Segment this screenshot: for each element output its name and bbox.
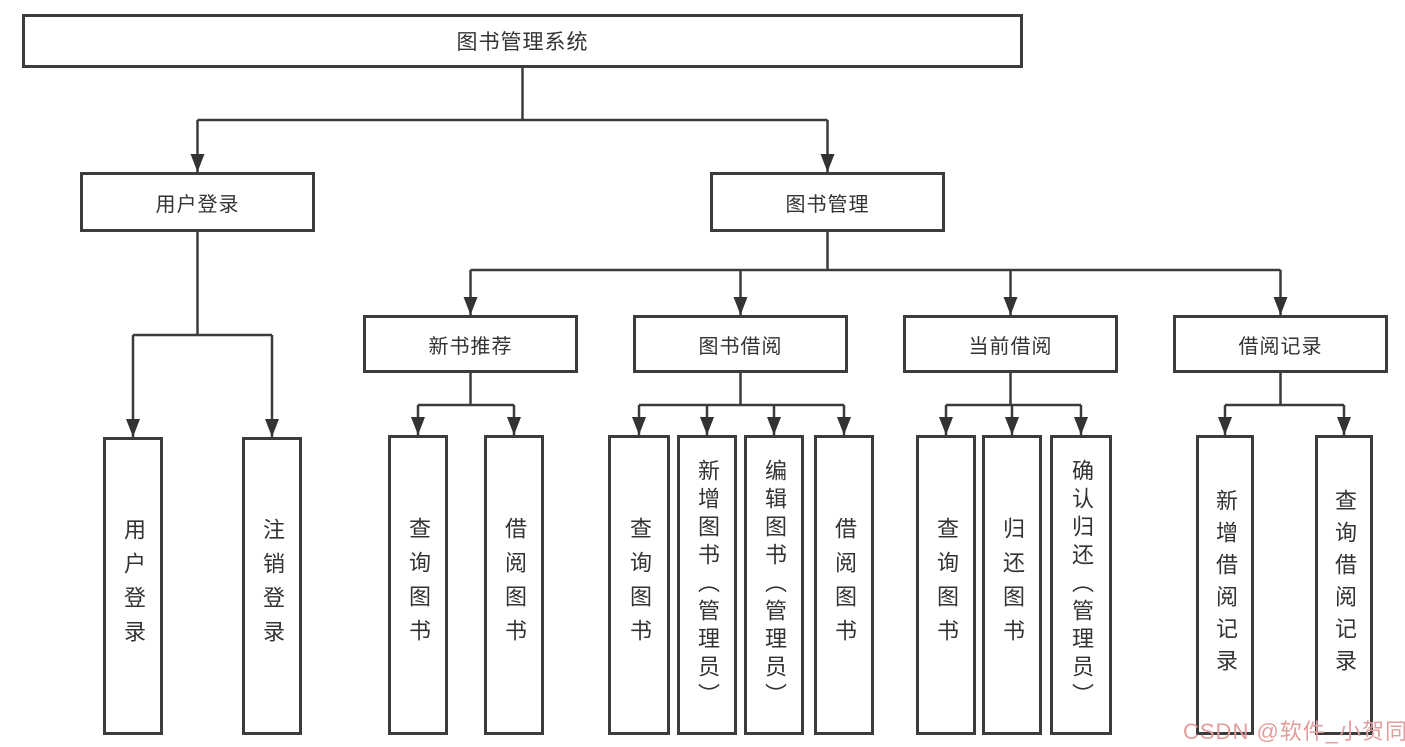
leaf-query-borrow-record: 查询借阅记录	[1315, 435, 1373, 735]
leaf-borrow-books-1: 借阅图书	[484, 435, 544, 735]
node-label: 查询图书	[934, 517, 959, 653]
node-book-management: 图书管理	[710, 172, 945, 232]
node-label: 查询图书	[627, 517, 652, 653]
connector-book-borrow	[639, 373, 844, 407]
leaf-borrow-books-2: 借阅图书	[814, 435, 874, 735]
node-current-borrowing: 当前借阅	[903, 315, 1118, 373]
leaf-confirm-return-admin: 确认归还（管理员）	[1050, 435, 1112, 735]
node-label: 图书借阅	[698, 335, 783, 358]
leaf-query-books-3: 查询图书	[916, 435, 976, 735]
node-label: 图书管理	[785, 193, 870, 216]
node-label: 当前借阅	[968, 335, 1053, 358]
connector-new-books	[418, 373, 514, 407]
leaf-logout: 注销登录	[242, 437, 302, 735]
node-label: 借阅记录	[1238, 335, 1323, 358]
node-label: 归还图书	[1000, 517, 1025, 653]
connector-book-mgmt	[470, 232, 1281, 272]
node-label: 确认归还（管理员）	[1069, 459, 1094, 711]
watermark-text: CSDN @软件_小贺同学	[1183, 719, 1405, 744]
node-label: 查询借阅记录	[1332, 489, 1357, 681]
node-label: 借阅图书	[832, 517, 857, 653]
node-label: 图书管理系统	[456, 31, 589, 54]
leaf-query-books-1: 查询图书	[388, 435, 448, 735]
connector-current-borrow	[946, 373, 1081, 407]
node-system-root: 图书管理系统	[22, 14, 1023, 68]
node-borrowing-records: 借阅记录	[1173, 315, 1388, 373]
connector-user-login	[133, 232, 272, 337]
leaf-return-books: 归还图书	[982, 435, 1042, 735]
node-book-borrowing: 图书借阅	[633, 315, 848, 373]
connector-root	[197, 68, 828, 122]
node-label: 新书推荐	[428, 335, 513, 358]
leaf-query-books-2: 查询图书	[608, 435, 670, 735]
node-label: 借阅图书	[502, 517, 527, 653]
leaf-edit-books-admin: 编辑图书（管理员）	[744, 435, 804, 735]
node-label: 编辑图书（管理员）	[762, 459, 787, 711]
node-label: 新增借阅记录	[1213, 489, 1238, 681]
node-label: 注销登录	[260, 518, 285, 654]
node-label: 新增图书（管理员）	[695, 459, 720, 711]
node-user-login: 用户登录	[80, 172, 315, 232]
leaf-user-login: 用户登录	[103, 437, 163, 735]
node-new-book-recommend: 新书推荐	[363, 315, 578, 373]
node-label: 查询图书	[406, 517, 431, 653]
connector-borrow-records	[1225, 373, 1344, 407]
node-label: 用户登录	[155, 193, 240, 216]
leaf-add-books-admin: 新增图书（管理员）	[677, 435, 737, 735]
node-label: 用户登录	[121, 518, 146, 654]
leaf-add-borrow-record: 新增借阅记录	[1196, 435, 1254, 735]
